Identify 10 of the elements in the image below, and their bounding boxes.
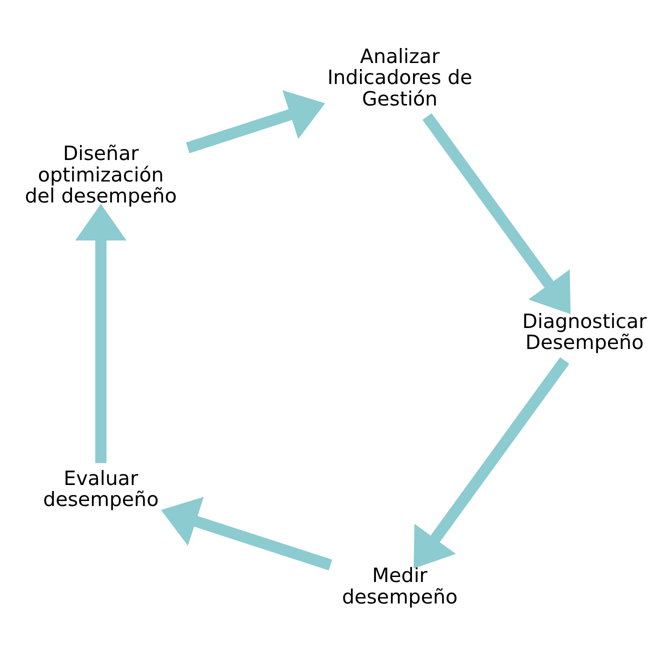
arrow <box>186 90 326 154</box>
arrow <box>75 204 127 464</box>
arrow <box>160 496 332 570</box>
arrow <box>414 357 570 569</box>
node-text: Diseñar optimización del desempeño <box>24 142 177 208</box>
node-text: Diagnosticar Desempeño <box>522 310 647 354</box>
node-text: Evaluar desempeño <box>43 467 159 512</box>
node-text: Analizar Indicadores de Gestión <box>327 45 472 110</box>
node-text: Medir desempeño <box>342 564 458 608</box>
arrow <box>422 113 571 314</box>
